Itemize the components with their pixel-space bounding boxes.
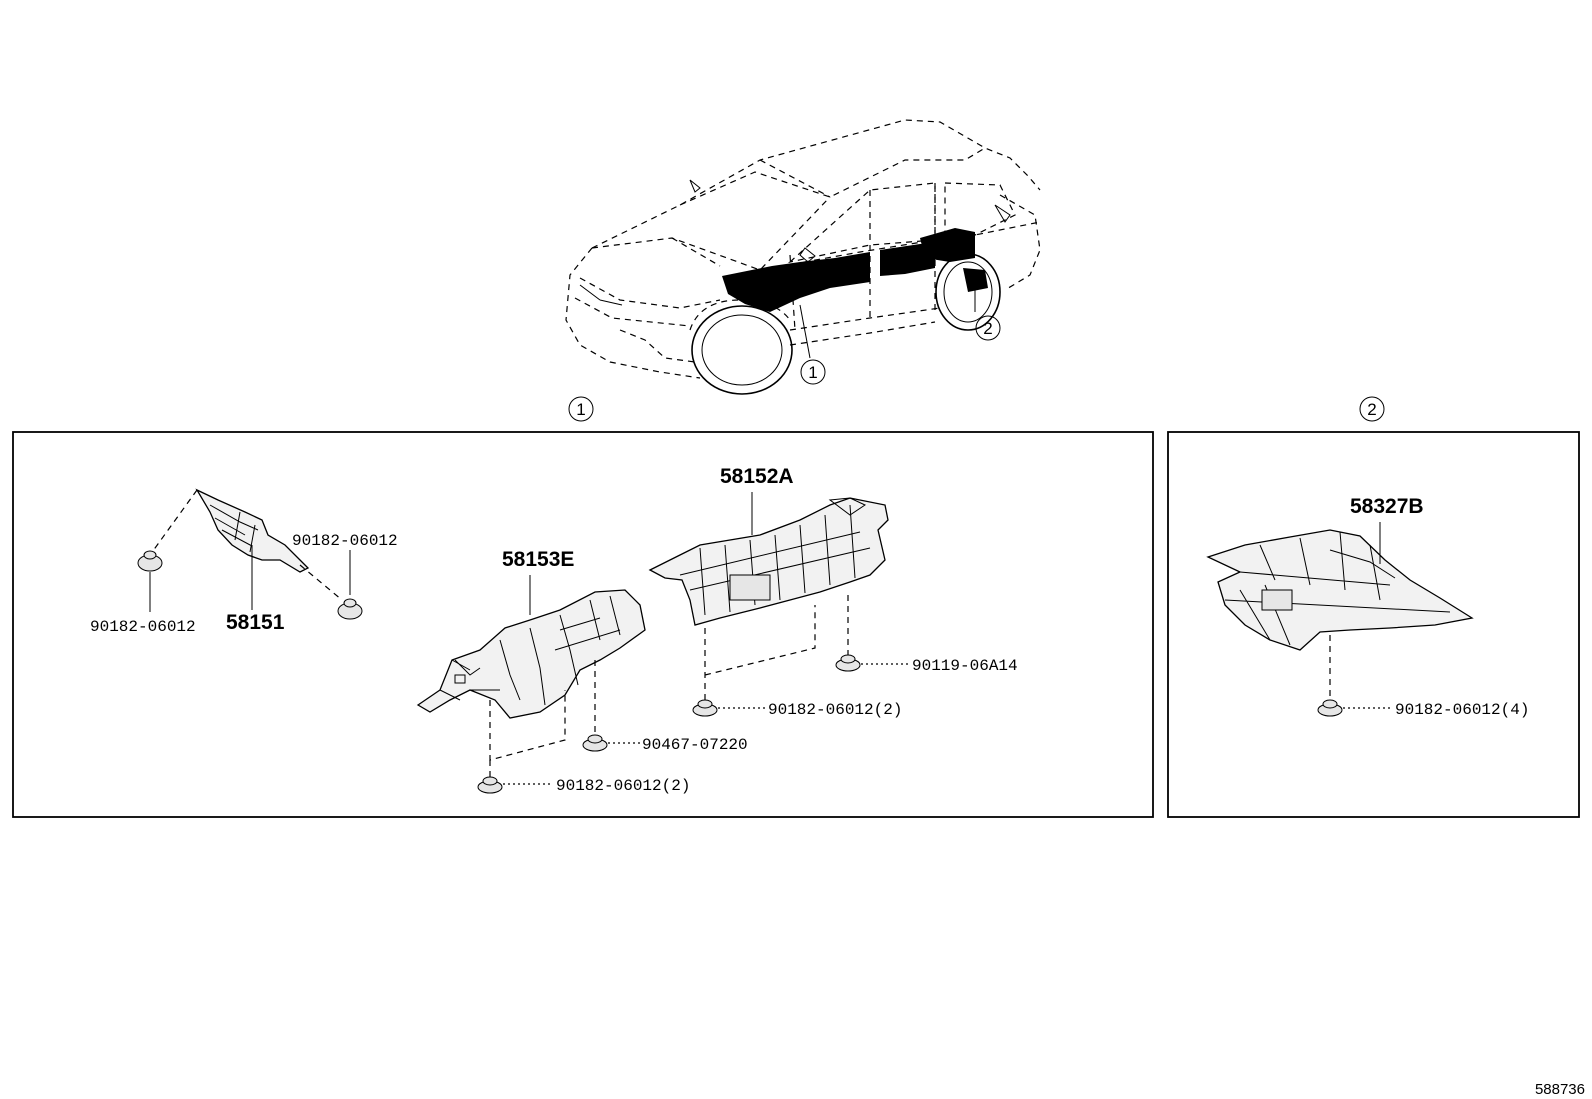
fastener-label-middle-nut: 90182-06012(2) — [768, 701, 902, 719]
fastener-label-clip-right: 90182-06012 — [292, 532, 398, 550]
nut-icon — [582, 734, 608, 752]
vehicle-callout-two: 2 — [983, 319, 992, 338]
fastener-label-90119: 90119-06A14 — [912, 657, 1018, 675]
nut-icon — [477, 776, 503, 794]
fastener-label-clip-left: 90182-06012 — [90, 618, 196, 636]
clip-icon — [137, 550, 163, 572]
part-label-58327B: 58327B — [1350, 495, 1424, 518]
section-two-box — [1167, 431, 1580, 818]
part-58327B-illustration — [1206, 529, 1474, 651]
part-58152A-illustration — [648, 497, 889, 626]
document-id: 588736 — [1535, 1081, 1585, 1098]
fastener-label-section-two-nut: 90182-06012(4) — [1395, 701, 1529, 719]
fastener-label-lower-nut: 90182-06012(2) — [556, 777, 690, 795]
part-58151-illustration — [195, 488, 310, 573]
nut-icon — [692, 699, 718, 717]
vehicle-illustration: 1 2 — [565, 119, 1041, 395]
part-58153E-illustration — [416, 589, 646, 719]
part-label-58152A: 58152A — [720, 465, 794, 488]
vehicle-callout-one: 1 — [808, 363, 817, 382]
section-one-box — [12, 431, 1154, 818]
nut-icon — [1317, 699, 1343, 717]
fastener-label-90467: 90467-07220 — [642, 736, 748, 754]
section-one-callout: 1 — [576, 400, 585, 419]
clip-icon — [337, 598, 363, 620]
nut-icon — [835, 654, 861, 672]
part-label-58151: 58151 — [226, 611, 285, 634]
part-label-58153E: 58153E — [502, 548, 574, 571]
section-two-callout: 2 — [1367, 400, 1376, 419]
